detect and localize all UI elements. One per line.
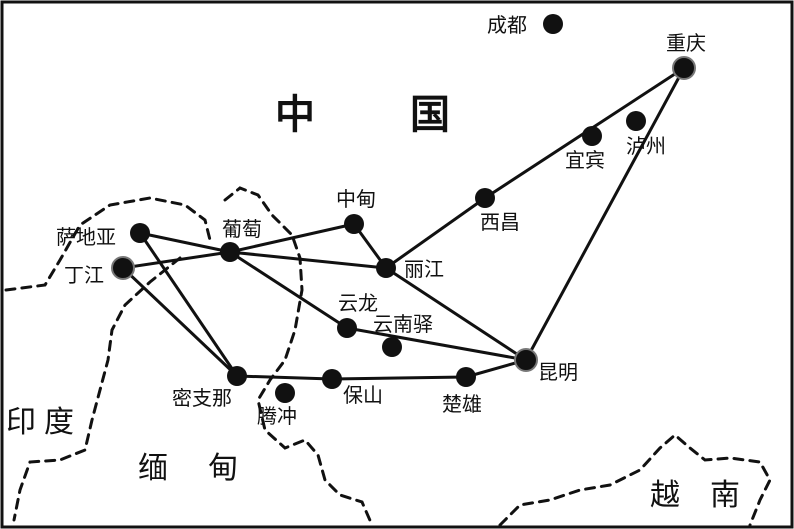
- city-marker-baoshan: [322, 369, 342, 389]
- country-china-char-2: 国: [410, 92, 450, 138]
- city-label-chongqing: 重庆: [666, 31, 706, 55]
- route-putao-lijiang: [229, 250, 387, 270]
- city-marker-zhongdian: [344, 214, 364, 234]
- route-lijiang-xichang: [385, 196, 486, 270]
- city-label-kunming: 昆明: [538, 360, 578, 384]
- city-marker-tengchong: [275, 383, 295, 403]
- city-label-yunlong: 云龙: [338, 291, 378, 315]
- country-labels: 中 国 印 度 缅 甸 越 南: [6, 92, 740, 513]
- city-label-chuxiong: 楚雄: [442, 392, 482, 416]
- country-india-char-1: 印: [6, 405, 36, 440]
- city-marker-dingjiang: [111, 256, 135, 280]
- city-label-lijiang: 丽江: [404, 257, 444, 281]
- country-china-char-1: 中: [275, 92, 315, 138]
- country-myanmar-char-2: 甸: [208, 451, 238, 486]
- city-label-yunnanyi: 云南驿: [373, 312, 433, 336]
- city-label-xichang: 西昌: [480, 210, 520, 234]
- city-marker-myitkyina: [227, 366, 247, 386]
- city-marker-putao: [220, 242, 240, 262]
- country-myanmar-char-1: 缅: [138, 451, 168, 486]
- country-india-char-2: 度: [44, 405, 74, 440]
- country-vietnam-char-1: 越: [650, 478, 680, 513]
- country-vietnam-char-2: 南: [710, 478, 740, 513]
- borders: [4, 186, 772, 527]
- city-label-tengchong: 腾冲: [257, 404, 297, 428]
- city-label-baoshan: 保山: [343, 383, 383, 407]
- city-label-chengdu: 成都: [487, 13, 527, 37]
- city-marker-sadiya: [130, 223, 150, 243]
- city-marker-xichang: [475, 188, 495, 208]
- route-sadiya-myitkyina: [138, 232, 239, 377]
- city-label-dingjiang: 丁江: [64, 263, 104, 287]
- city-marker-chuxiong: [456, 367, 476, 387]
- route-dingjiang-putao: [122, 250, 231, 270]
- border-myanmar-china: [223, 186, 374, 527]
- city-label-myitkyina: 密支那: [172, 386, 232, 410]
- route-kunming-chongqing: [524, 67, 686, 361]
- city-label-zhongdian: 中甸: [336, 187, 376, 211]
- route-sadiya-putao: [139, 231, 231, 254]
- route-baoshan-chuxiong: [331, 375, 467, 381]
- route-yunlong-kunming: [346, 326, 527, 362]
- route-putao-zhongdian: [229, 222, 355, 254]
- city-marker-chengdu: [543, 14, 563, 34]
- city-marker-kunming: [514, 348, 538, 372]
- border-india-china: [4, 196, 212, 292]
- route-lijiang-kunming: [385, 266, 527, 362]
- border-india-myanmar: [12, 256, 182, 522]
- route-dingjiang-myitkyina: [121, 266, 239, 378]
- city-label-putao: 葡萄: [222, 217, 262, 241]
- cities: [111, 14, 696, 403]
- city-marker-lijiang: [376, 258, 396, 278]
- city-marker-yunlong: [337, 318, 357, 338]
- city-marker-yunnanyi: [382, 337, 402, 357]
- city-marker-luzhou: [626, 111, 646, 131]
- city-label-sadiya: 萨地亚: [56, 225, 116, 249]
- route-myitkyina-baoshan: [236, 374, 333, 381]
- city-marker-yibin: [582, 126, 602, 146]
- border-vietnam-china: [498, 433, 772, 527]
- city-label-yibin: 宜宾: [565, 148, 605, 172]
- city-label-luzhou: 泸州: [626, 134, 666, 158]
- city-marker-chongqing: [672, 56, 696, 80]
- route-putao-yunlong: [229, 250, 348, 330]
